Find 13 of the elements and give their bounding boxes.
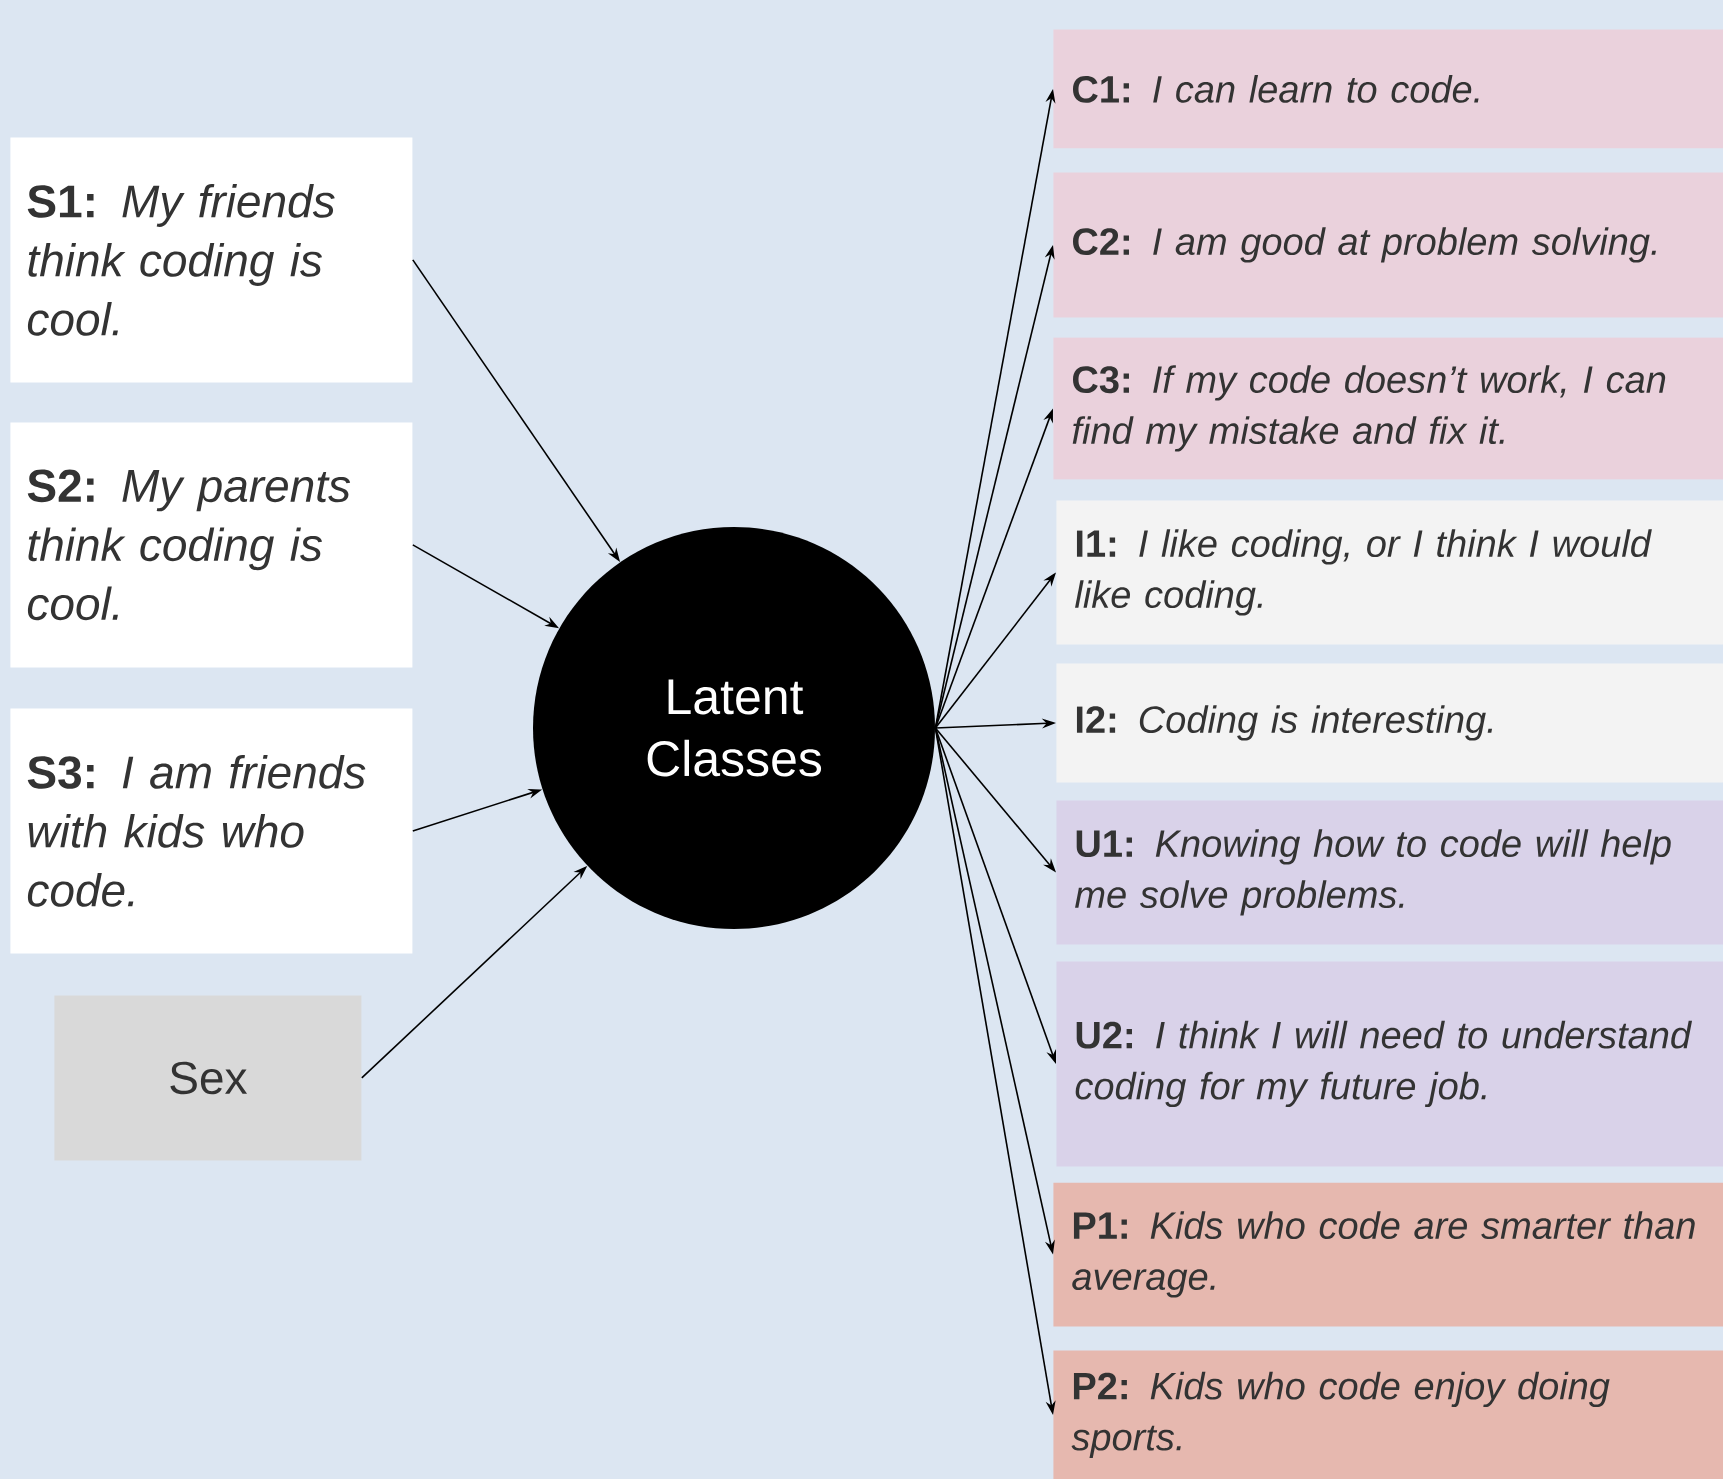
item-box: P1: Kids who code are smarter than average. (1053, 1182, 1723, 1327)
statement-box: S1: My friends think coding is cool. (10, 137, 413, 383)
item-box: I2: Coding is interesting. (1056, 663, 1723, 783)
item-box: U1: Knowing how to code will help me solve problems. (1056, 800, 1723, 945)
item-box: C3: If my code doesn’t work, I can find my mistake and fix it. (1053, 337, 1723, 480)
variable-box: Sex (54, 995, 362, 1161)
statement-box: S2: My parents think coding is cool. (10, 422, 413, 668)
item-box: C2: I am good at problem solving. (1053, 172, 1723, 318)
item-box: P2: Kids who code enjoy doing sports. (1053, 1350, 1723, 1479)
item-box: C1: I can learn to code. (1053, 29, 1723, 149)
item-box: U2: I think I will need to understand coding for my future job. (1056, 961, 1723, 1167)
statement-box: S3: I am friends with kids who code. (10, 708, 413, 954)
item-box: I1: I like coding, or I think I would like coding. (1056, 500, 1723, 645)
